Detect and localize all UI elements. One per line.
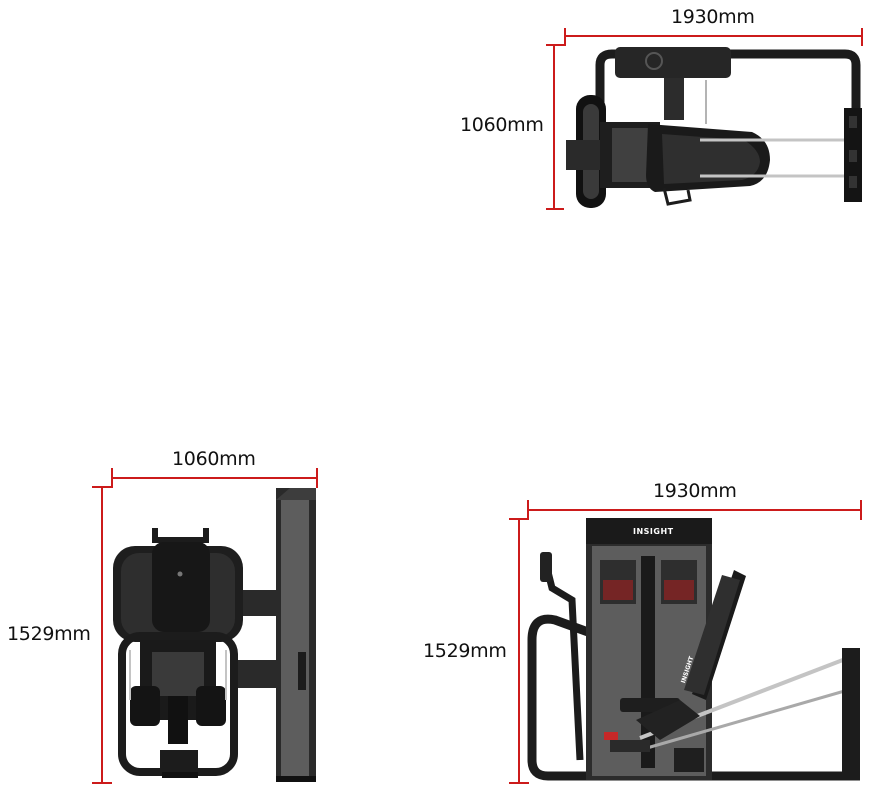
dimension-line — [518, 518, 520, 784]
dimension-tick — [546, 44, 564, 46]
top-view-width-label: 1930mm — [671, 6, 755, 28]
front-view-width-label: 1060mm — [172, 448, 256, 470]
dimension-line — [101, 486, 103, 784]
dimension-line — [553, 44, 555, 210]
dimension-line — [527, 509, 862, 511]
dimension-tick — [564, 28, 566, 46]
side-view-width-label: 1930mm — [653, 480, 737, 502]
side-view-height-label: 1529mm — [423, 640, 507, 662]
top-view-depth-label: 1060mm — [460, 114, 544, 136]
front-view-height-label: 1529mm — [7, 623, 91, 645]
side-view-brand-label: INSIGHT — [633, 527, 674, 536]
dimension-tick — [861, 28, 863, 46]
dimension-line — [564, 35, 863, 37]
dimension-tick — [546, 208, 564, 210]
dimension-line — [111, 477, 318, 479]
